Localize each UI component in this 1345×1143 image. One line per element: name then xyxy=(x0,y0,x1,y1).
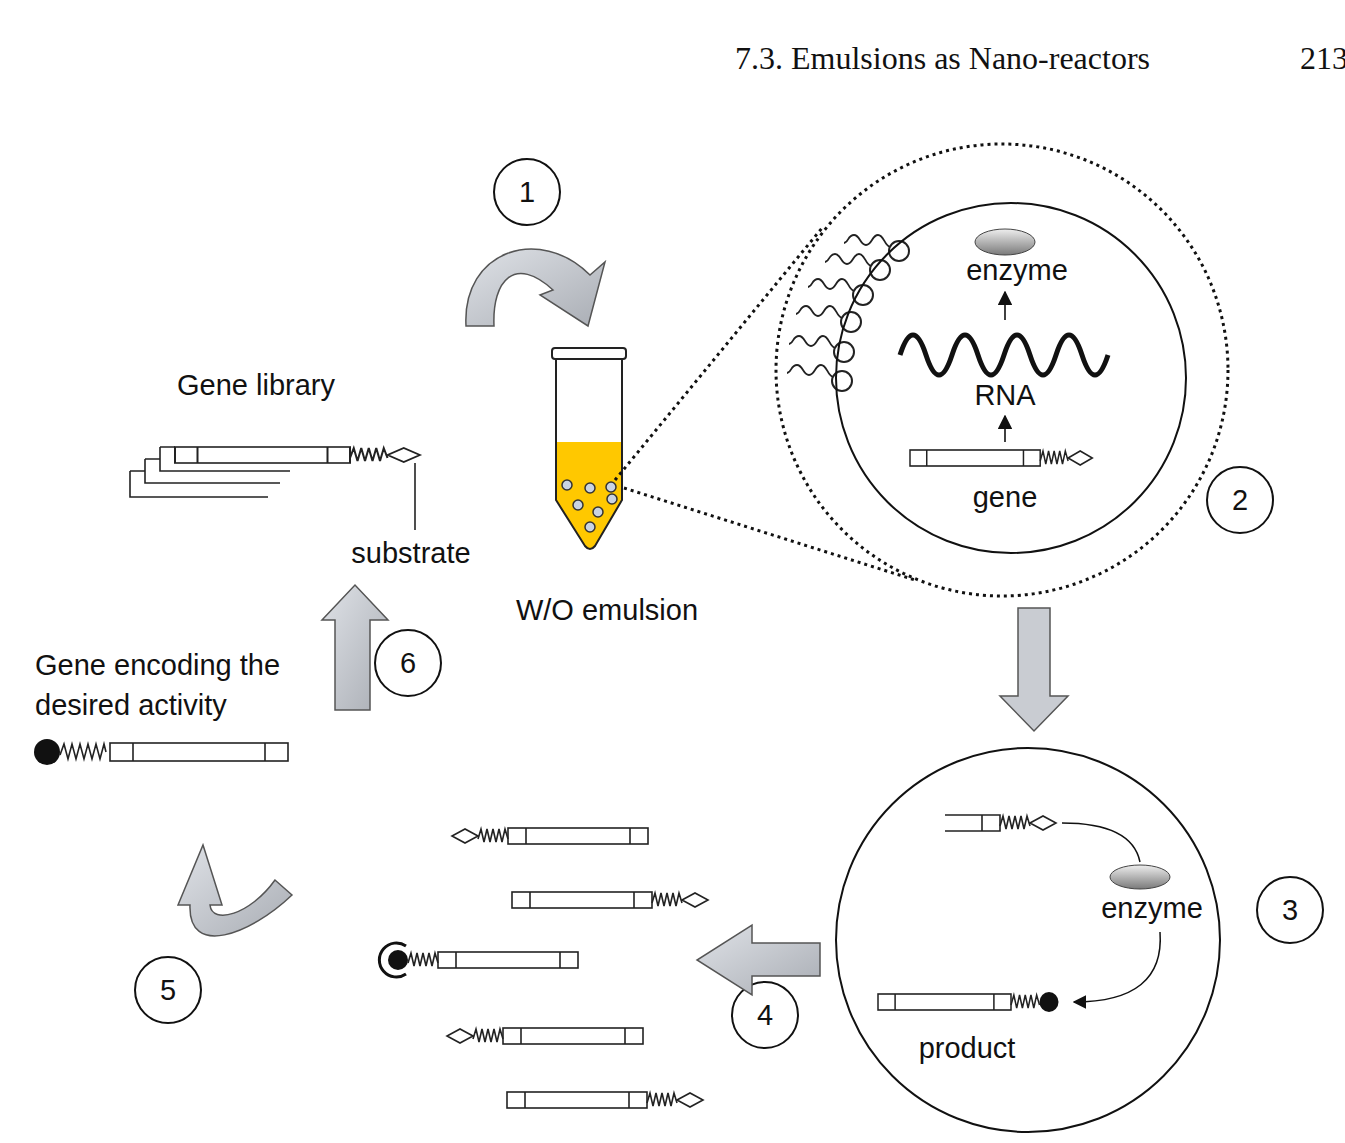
droplet-zoom: enzymeRNA gene xyxy=(774,142,1230,598)
node-text: enzyme xyxy=(966,253,1068,287)
released-genes xyxy=(379,828,708,1108)
node-text: gene xyxy=(973,480,1038,514)
emulsion-label: W/O emulsion xyxy=(516,590,698,630)
callout-number: 3 xyxy=(1282,890,1298,930)
droplet-contents xyxy=(787,229,1108,466)
running-header: 7.3. Emulsions as Nano-reactors xyxy=(735,38,1150,78)
selected-gene-label: Gene encoding the desired activity xyxy=(35,645,335,725)
library-label: Gene library xyxy=(177,365,335,405)
curved-arrow xyxy=(178,845,292,936)
node-text: RNA xyxy=(974,378,1035,412)
droplet-circle xyxy=(836,748,1220,1132)
zoom-line xyxy=(615,228,915,580)
curved-arrow xyxy=(466,249,605,326)
block-arrow xyxy=(1000,608,1068,731)
callout-number: 4 xyxy=(757,995,773,1035)
test-tube xyxy=(552,348,626,549)
node-text: product xyxy=(919,1031,1016,1065)
droplet-circle xyxy=(776,144,1228,596)
selected-gene xyxy=(34,739,288,765)
callout-number: 1 xyxy=(519,172,535,212)
node-outline xyxy=(774,142,1230,598)
gene-library xyxy=(130,447,420,530)
block-arrow xyxy=(697,925,820,995)
page-number: 213 xyxy=(1300,38,1345,78)
callout-number: 6 xyxy=(400,643,416,683)
node-outline xyxy=(835,747,1221,1133)
block-arrow xyxy=(322,585,388,710)
node-text: enzyme xyxy=(1101,891,1203,925)
callout-number: 2 xyxy=(1232,480,1248,520)
callout-number: 5 xyxy=(160,970,176,1010)
droplet-circle xyxy=(836,203,1186,553)
callout-circles xyxy=(135,159,1323,1048)
reaction-droplet: enzyme product xyxy=(835,747,1221,1133)
substrate-label: substrate xyxy=(351,533,470,573)
